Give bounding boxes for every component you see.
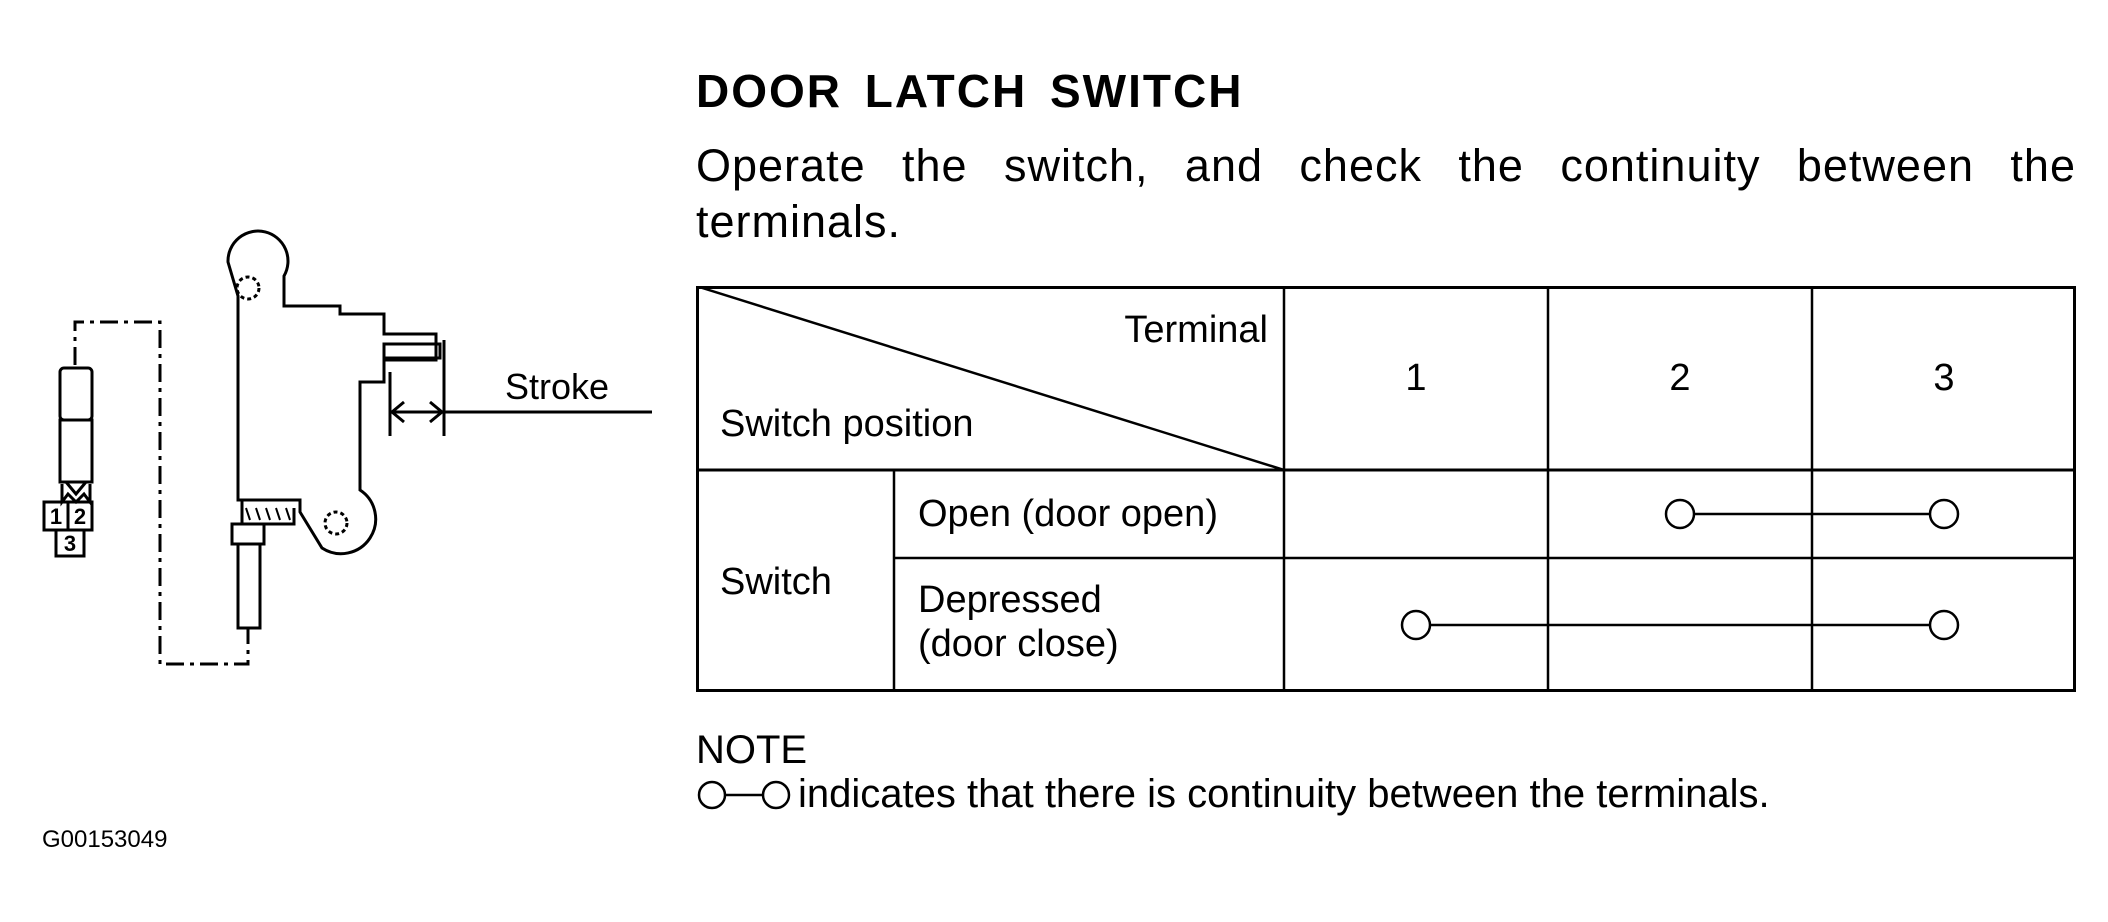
terminal-label-3: 3 [64, 531, 76, 556]
continuity-circle-row-2-terminal-3 [1928, 609, 1960, 641]
wire-harness [73, 320, 250, 666]
stroke-label: Stroke [505, 366, 610, 407]
terminal-header-3: 3 [1933, 357, 1955, 399]
wire-lead [58, 366, 94, 422]
page-title: DOOR LATCH SWITCH [696, 65, 1244, 117]
connector-terminal-box [42, 484, 94, 558]
continuity-circle-row-1-terminal-2 [1664, 498, 1696, 530]
header-terminal-label: Terminal [1124, 309, 1268, 351]
wire-sleeve [58, 418, 94, 484]
switch-group-label: Switch [720, 561, 832, 603]
continuity-table: Terminal Switch position 1 2 3 Switch Op… [696, 286, 2076, 692]
terminal-label-2: 2 [74, 504, 86, 529]
continuity-circle-row-2-terminal-1 [1400, 609, 1432, 641]
terminal-header-2: 2 [1669, 357, 1691, 399]
terminal-header-1: 1 [1405, 357, 1427, 399]
row-depressed-label-line2: (door close) [918, 623, 1119, 665]
row-open-label: Open (door open) [918, 493, 1218, 535]
table-grid [696, 286, 2076, 692]
connector-boot [240, 500, 296, 526]
note-line: indicates that there is continuity betwe… [696, 772, 1770, 817]
row-depressed-label-line1: Depressed [918, 579, 1102, 621]
connector-pin [236, 542, 262, 630]
instruction-text: Operate the switch, and check the contin… [696, 140, 2076, 247]
note-title: NOTE [696, 728, 808, 772]
mounting-hole-top [235, 275, 261, 301]
switch-body [226, 229, 438, 556]
mounting-hole-bottom [323, 510, 349, 536]
figure-id: G00153049 [42, 826, 168, 853]
continuity-symbol-icon [697, 780, 791, 809]
continuity-circle-row-1-terminal-3 [1928, 498, 1960, 530]
terminal-label-1: 1 [50, 504, 62, 529]
plunger [382, 342, 442, 360]
header-diagonal [696, 286, 1285, 472]
note-text: indicates that there is continuity betwe… [798, 772, 1770, 816]
door-latch-switch-illustration: 1 2 3 [42, 229, 652, 666]
header-switch-position-label: Switch position [720, 403, 974, 445]
